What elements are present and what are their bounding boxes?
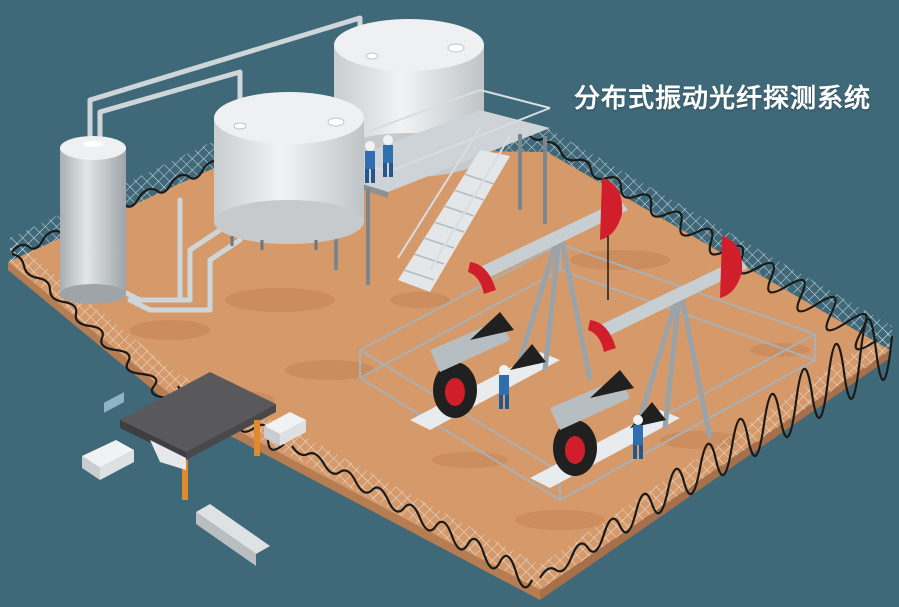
page-title: 分布式振动光纤探测系统 bbox=[574, 84, 872, 114]
worker-icon bbox=[383, 135, 393, 177]
vertical-tank-icon bbox=[60, 136, 126, 304]
pumpjack-icon bbox=[410, 178, 628, 430]
concrete-barrier bbox=[196, 504, 270, 566]
sensor-box-icon bbox=[82, 392, 134, 480]
worker-icon bbox=[633, 415, 643, 459]
sensor-box-icon bbox=[264, 412, 306, 446]
worker-icon bbox=[365, 141, 375, 183]
storage-tank-icon bbox=[214, 92, 364, 250]
stairway bbox=[397, 127, 511, 292]
pumpjack-icon bbox=[530, 236, 748, 488]
worker-icon bbox=[499, 365, 509, 409]
shelter bbox=[120, 372, 276, 500]
